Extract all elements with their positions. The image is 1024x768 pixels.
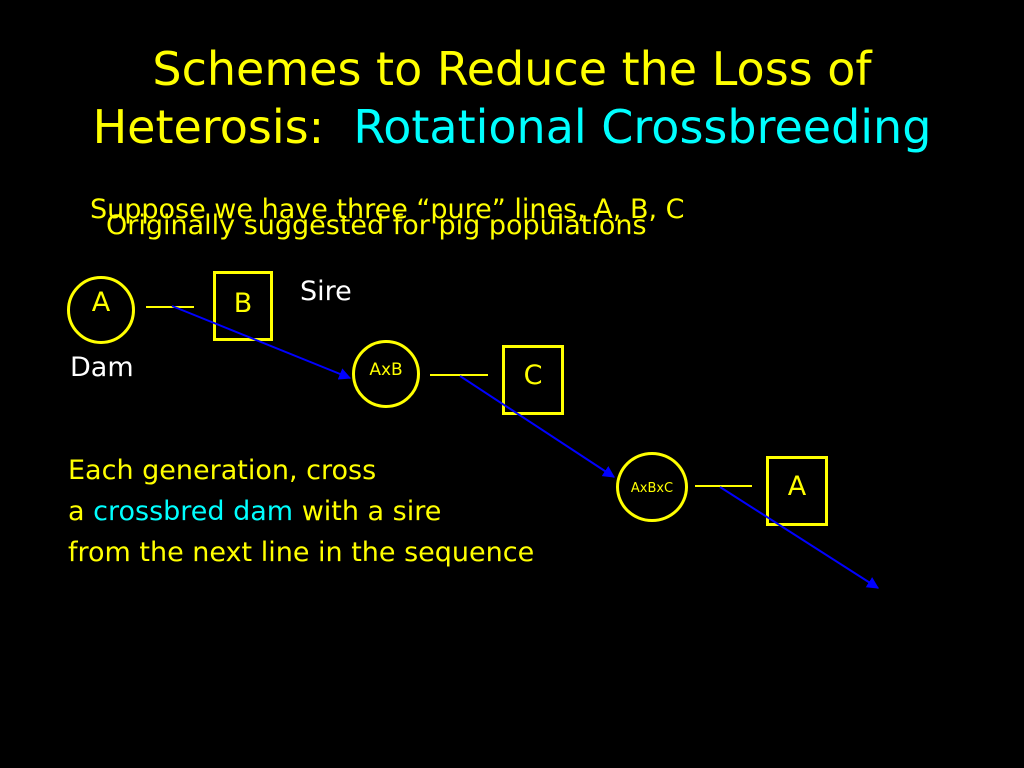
arrow-to-axbxc bbox=[459, 375, 616, 478]
note-line-1: Each generation, cross bbox=[68, 455, 377, 486]
note-line-3: from the next line in the sequence bbox=[68, 537, 535, 568]
bullet-three-pure-lines: Suppose we have three “pure” lines, A, B… bbox=[90, 194, 685, 225]
bullet-pig-populations: Originally suggested for pig populations bbox=[106, 210, 647, 241]
explanation-note: Each generation, cross a crossbred dam w… bbox=[68, 450, 534, 573]
title-line-2-prefix: Heterosis: bbox=[92, 100, 354, 154]
dam-node-axb: AxB bbox=[352, 340, 420, 408]
sire-node-b: B bbox=[213, 271, 273, 341]
note-line-2-prefix: a bbox=[68, 496, 94, 527]
note-crossbred-dam: crossbred dam bbox=[93, 496, 294, 527]
dam-node-axb-label: AxB bbox=[369, 360, 403, 380]
sire-node-b-label: B bbox=[233, 288, 253, 319]
mating-line-2 bbox=[430, 374, 488, 376]
dam-node-a: A bbox=[67, 276, 135, 344]
dam-label: Dam bbox=[70, 352, 134, 383]
sire-node-c-label: C bbox=[523, 360, 543, 391]
arrow-to-axb bbox=[171, 305, 352, 380]
dam-node-axbxc-label: AxBxC bbox=[630, 481, 674, 496]
title-line-2-accent: Rotational Crossbreeding bbox=[353, 100, 932, 154]
note-line-2-suffix: with a sire bbox=[293, 496, 442, 527]
dam-node-a-label: A bbox=[91, 287, 111, 318]
slide-title: Schemes to Reduce the Loss of Heterosis:… bbox=[0, 40, 1024, 156]
sire-node-a-label: A bbox=[787, 471, 807, 502]
mating-line-1 bbox=[146, 306, 194, 308]
arrow-to-next-generation bbox=[719, 486, 880, 589]
note-line-2: a crossbred dam with a sire bbox=[68, 491, 534, 532]
sire-node-c: C bbox=[502, 345, 564, 415]
sire-label: Sire bbox=[300, 276, 352, 307]
title-line-1: Schemes to Reduce the Loss of bbox=[152, 42, 872, 96]
sire-node-a: A bbox=[766, 456, 828, 526]
dam-node-axbxc: AxBxC bbox=[616, 452, 688, 522]
mating-line-3 bbox=[695, 485, 752, 487]
